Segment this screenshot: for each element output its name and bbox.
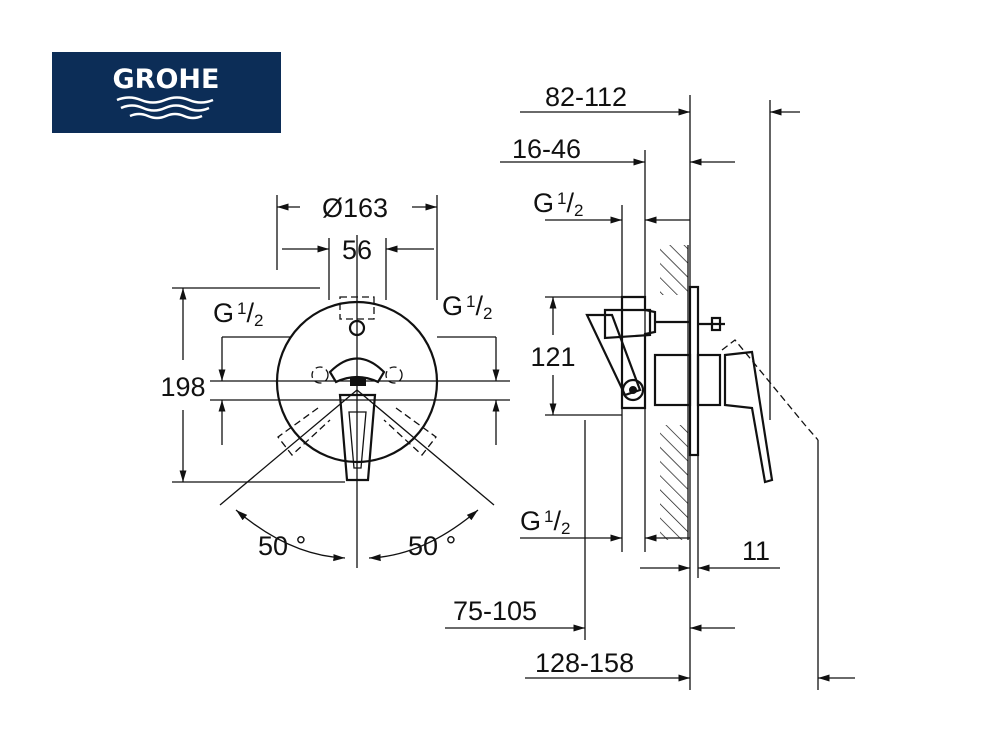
cover-plate — [688, 285, 700, 457]
overall-depth-label: 128-158 — [535, 648, 634, 678]
angle-right-label: 50 ° — [408, 531, 456, 561]
diameter-label: Ø163 — [322, 193, 388, 223]
grohe-logo: GROHE — [52, 52, 281, 133]
install-depth-label: 75-105 — [453, 596, 537, 626]
height-label: 198 — [160, 372, 205, 402]
svg-text:GROHE: GROHE — [113, 64, 220, 95]
angle-left-label: 50 ° — [258, 531, 306, 561]
total-depth-label: 82-112 — [545, 82, 627, 112]
handle — [723, 350, 774, 484]
handle-width-label: 56 — [342, 235, 372, 265]
body-height-label: 121 — [530, 342, 575, 372]
plate-thickness-label: 11 — [742, 536, 770, 566]
wall-depth-label: 16-46 — [512, 134, 581, 164]
